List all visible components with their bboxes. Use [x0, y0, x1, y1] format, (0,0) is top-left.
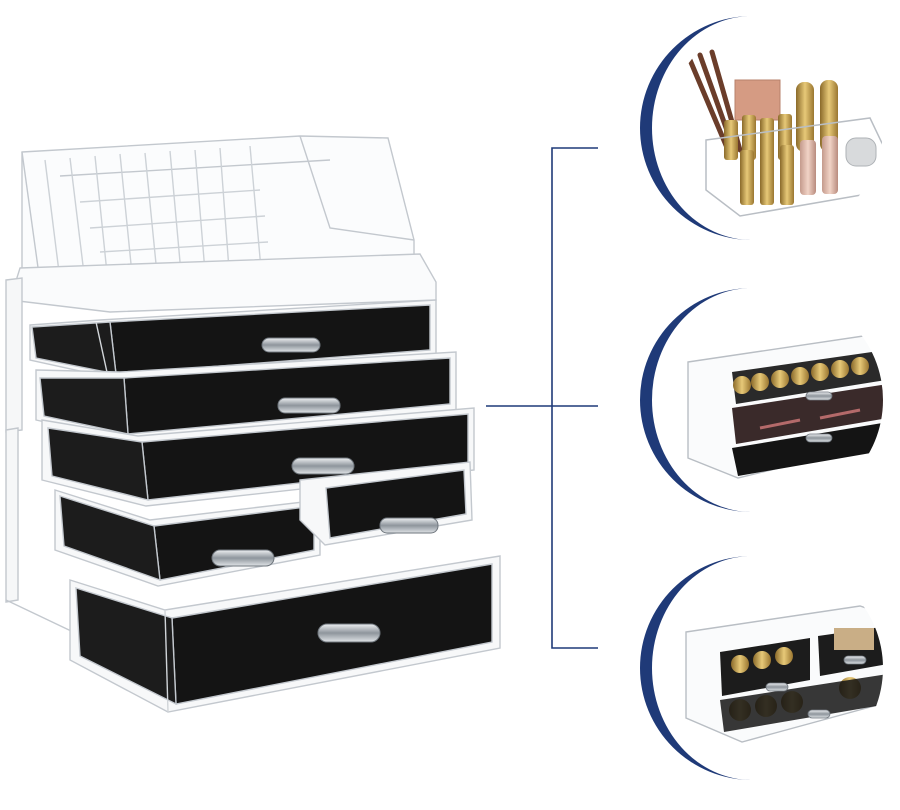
drawer-small-left — [54, 489, 321, 587]
drawer-handles — [211, 337, 439, 643]
main-organizer — [5, 135, 501, 713]
detail-circle-cube-drawers — [640, 556, 883, 780]
detail-circle-tray — [640, 16, 883, 240]
drawer-3 — [41, 407, 475, 507]
detail-circle-three-drawers — [640, 288, 883, 512]
drawer-1 — [29, 299, 437, 387]
top-tray — [9, 135, 437, 313]
drawer-large-bottom — [69, 555, 501, 713]
connector-bracket — [486, 147, 598, 649]
